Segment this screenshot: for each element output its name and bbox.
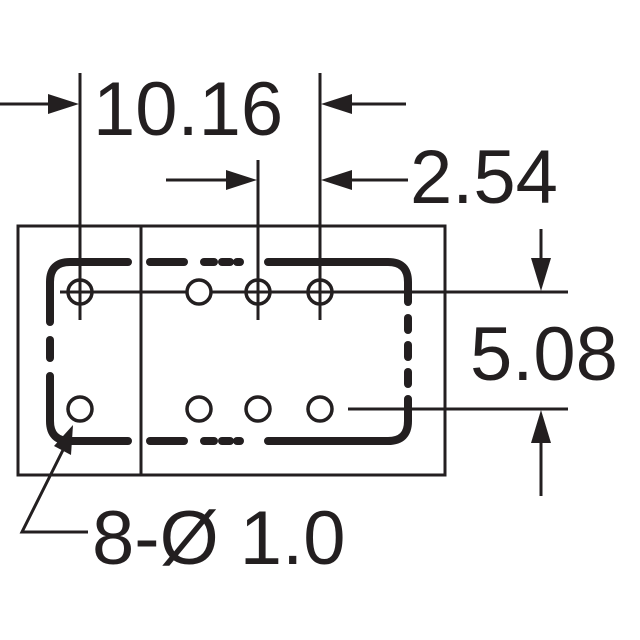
dimension-label-10-16: 10.16 (93, 67, 283, 152)
inner-border (46, 258, 412, 445)
dimension-label-2-54: 2.54 (410, 135, 558, 220)
hole-top-4 (304, 276, 336, 308)
hole-top-2 (185, 278, 213, 306)
hole-bottom-4 (306, 395, 334, 423)
hole-top-1 (64, 276, 96, 308)
hole-callout-label: 8-Ø 1.0 (92, 496, 345, 581)
hole-top-3 (242, 276, 274, 308)
hole-bottom-1 (66, 395, 94, 423)
dimension-2-54-arrows (166, 170, 408, 190)
dimension-label-5-08: 5.08 (470, 312, 618, 397)
hole-callout-leader (19, 425, 88, 534)
dimension-10-16-arrows (0, 94, 406, 114)
hole-bottom-2 (185, 395, 213, 423)
dimension-5-08-arrows (531, 229, 551, 496)
hole-bottom-3 (244, 395, 272, 423)
package-outline (16, 224, 447, 477)
